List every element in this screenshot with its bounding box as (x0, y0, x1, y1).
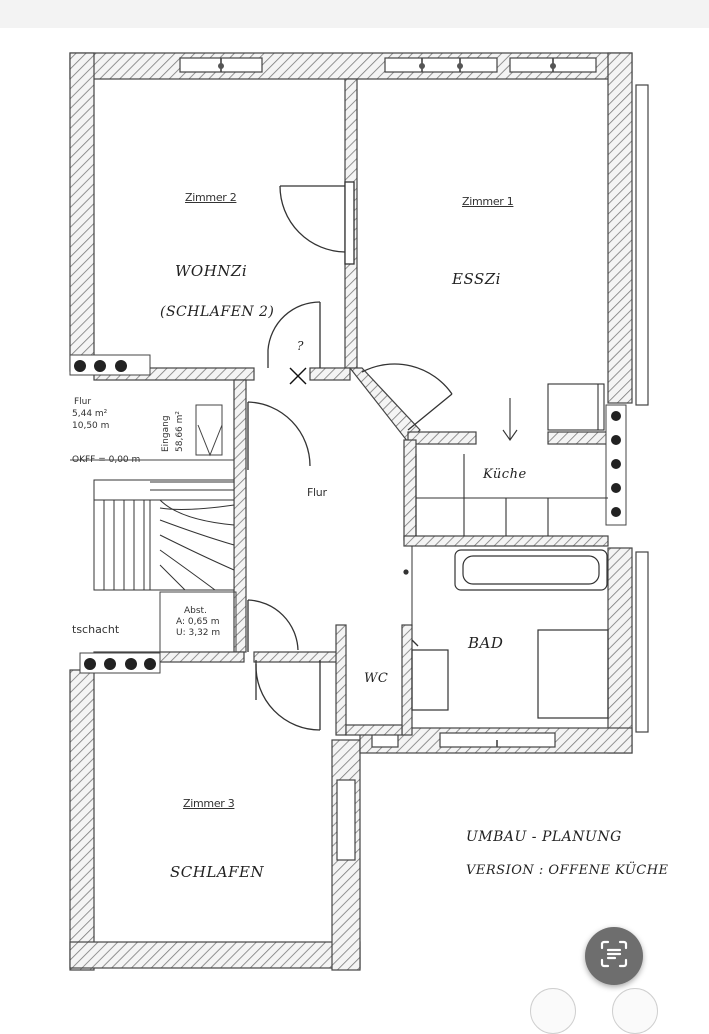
staircase (93, 479, 235, 591)
room-label-zimmer-1: Zimmer 1 (462, 195, 514, 208)
bottom-circle-button-2[interactable] (612, 988, 658, 1034)
room-label-zimmer-2: Zimmer 2 (185, 191, 237, 204)
hand-question: ? (297, 339, 304, 353)
flur-area-1: 5,44 m² (72, 409, 108, 419)
hand-kueche: Küche (483, 467, 527, 482)
abst-label: Abst. (184, 606, 207, 616)
kitchen-counters (415, 383, 608, 536)
text-scan-icon (599, 939, 629, 974)
flur-area-2: 10,50 m (72, 421, 110, 431)
schacht-label: tschacht (72, 623, 120, 636)
hand-bad: BAD (468, 634, 504, 652)
chimney-markers (69, 354, 627, 674)
abst-a: A: 0,65 m (176, 617, 220, 627)
okff-label: OKFF = 0,00 m (72, 455, 141, 465)
abst-u: U: 3,32 m (176, 628, 221, 638)
hand-wc: WC (364, 671, 389, 686)
hand-wohnzi: WOHNZi (175, 262, 248, 280)
hand-schlafen-2: (SCHLAFEN 2) (160, 304, 275, 320)
hand-note-line-1: UMBAU - PLANUNG (466, 829, 622, 845)
hand-schlafen: SCHLAFEN (170, 863, 265, 881)
bottom-circle-button-1[interactable] (530, 988, 576, 1034)
bath-fixtures (403, 549, 609, 719)
room-label-flur: Flur (307, 486, 327, 499)
outer-walls (69, 52, 633, 971)
eingang-label: Eingang (161, 415, 171, 452)
eingang-area: 58,66 m² (175, 410, 185, 452)
hand-note-line-2: VERSION : OFFENE KÜCHE (466, 863, 669, 878)
doors (247, 181, 453, 731)
interior-walls (93, 78, 609, 736)
hand-esszi: ESSZi (452, 270, 501, 288)
text-scan-button[interactable] (585, 927, 643, 985)
room-label-zimmer-3: Zimmer 3 (183, 797, 235, 810)
floor-plan (0, 0, 709, 971)
flur-side-label: Flur (74, 397, 92, 407)
